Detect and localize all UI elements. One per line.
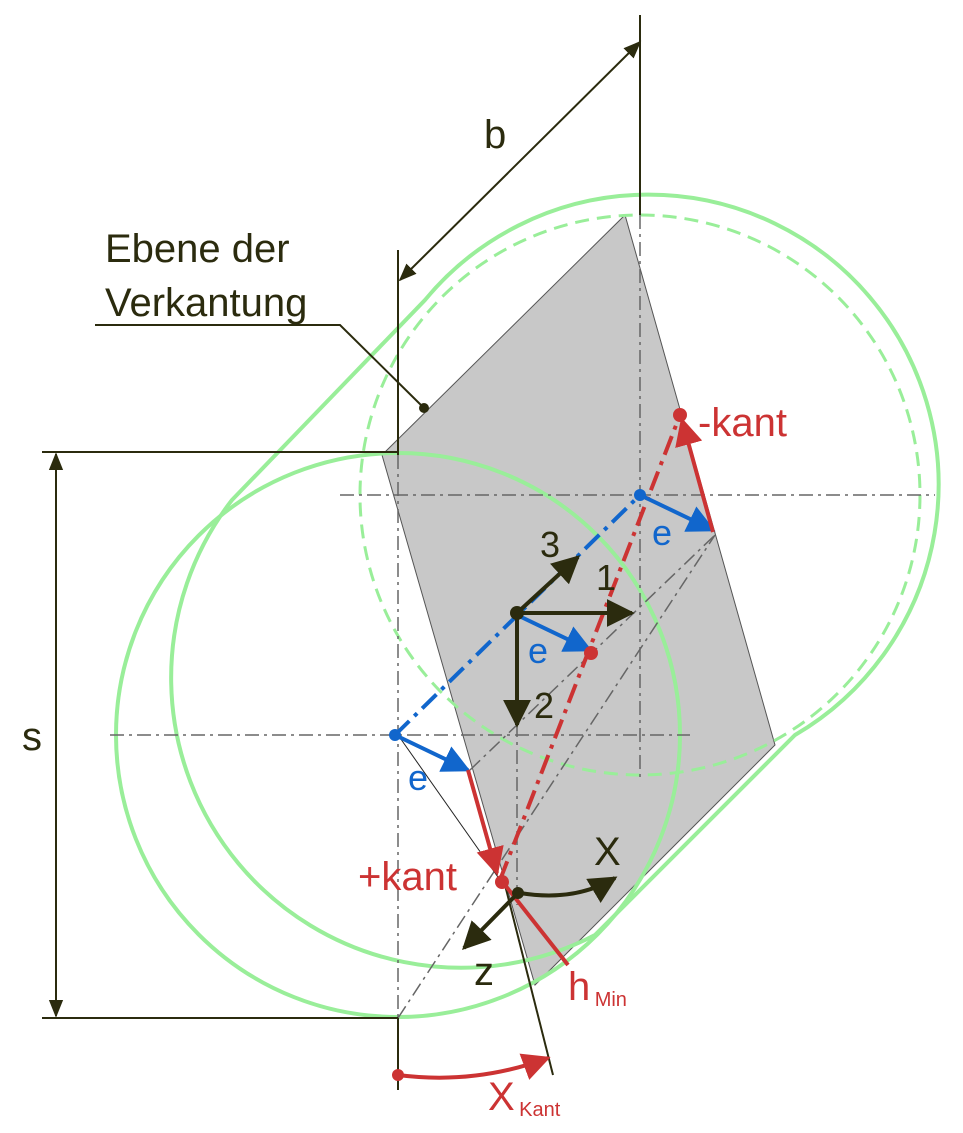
e-arrow-bottom	[394, 733, 471, 772]
label-h-main: h	[568, 965, 590, 1009]
label-e-bottom: e	[408, 757, 428, 798]
label-s: s	[22, 715, 42, 759]
label-ebene-line2: Verkantung	[105, 281, 307, 325]
axis-3-arrow	[515, 555, 581, 615]
blue-point-bottom	[389, 729, 401, 741]
e-arrow-mid	[516, 613, 593, 652]
xkant-dot	[392, 1069, 404, 1081]
label-x-kant: X Kant	[488, 1075, 561, 1121]
label-axis-3: 3	[540, 524, 560, 565]
label-axis-2: 2	[534, 685, 554, 726]
label-e-mid: e	[528, 630, 548, 671]
label-x: X	[594, 830, 621, 874]
z-arrow	[462, 891, 520, 950]
tilt-plane	[381, 214, 776, 986]
plus-kant-point	[495, 875, 509, 889]
dim-b-line	[398, 40, 642, 282]
x-rotation-arrow	[519, 876, 618, 903]
origin-point	[510, 606, 524, 620]
plus-kant-arrow	[466, 769, 504, 876]
label-e-top: e	[652, 512, 672, 553]
label-b: b	[484, 113, 506, 157]
red-tilt-axis	[498, 414, 682, 881]
label-minus-kant: -kant	[698, 401, 787, 445]
label-ebene-line1: Ebene der	[105, 227, 290, 271]
xkant-arc	[397, 1053, 551, 1080]
minus-kant-arrow	[675, 417, 715, 533]
label-xkant-main: X	[488, 1075, 515, 1119]
ebene-leader-dot	[419, 403, 429, 413]
blue-point-top	[634, 489, 646, 501]
label-z: z	[474, 950, 494, 994]
label-plus-kant: +kant	[358, 855, 457, 899]
label-xkant-sub: Kant	[519, 1099, 561, 1121]
label-h-min: h Min	[568, 965, 627, 1011]
ebene-leader	[95, 324, 425, 409]
e-arrow-top	[639, 493, 716, 532]
mid-red-point	[584, 646, 598, 660]
minus-kant-point	[673, 408, 687, 422]
label-h-sub: Min	[595, 989, 627, 1011]
label-axis-1: 1	[596, 557, 616, 598]
xkant-tilted	[504, 884, 554, 1076]
cylinder-outline	[169, 192, 941, 970]
xz-origin-point	[512, 887, 524, 899]
